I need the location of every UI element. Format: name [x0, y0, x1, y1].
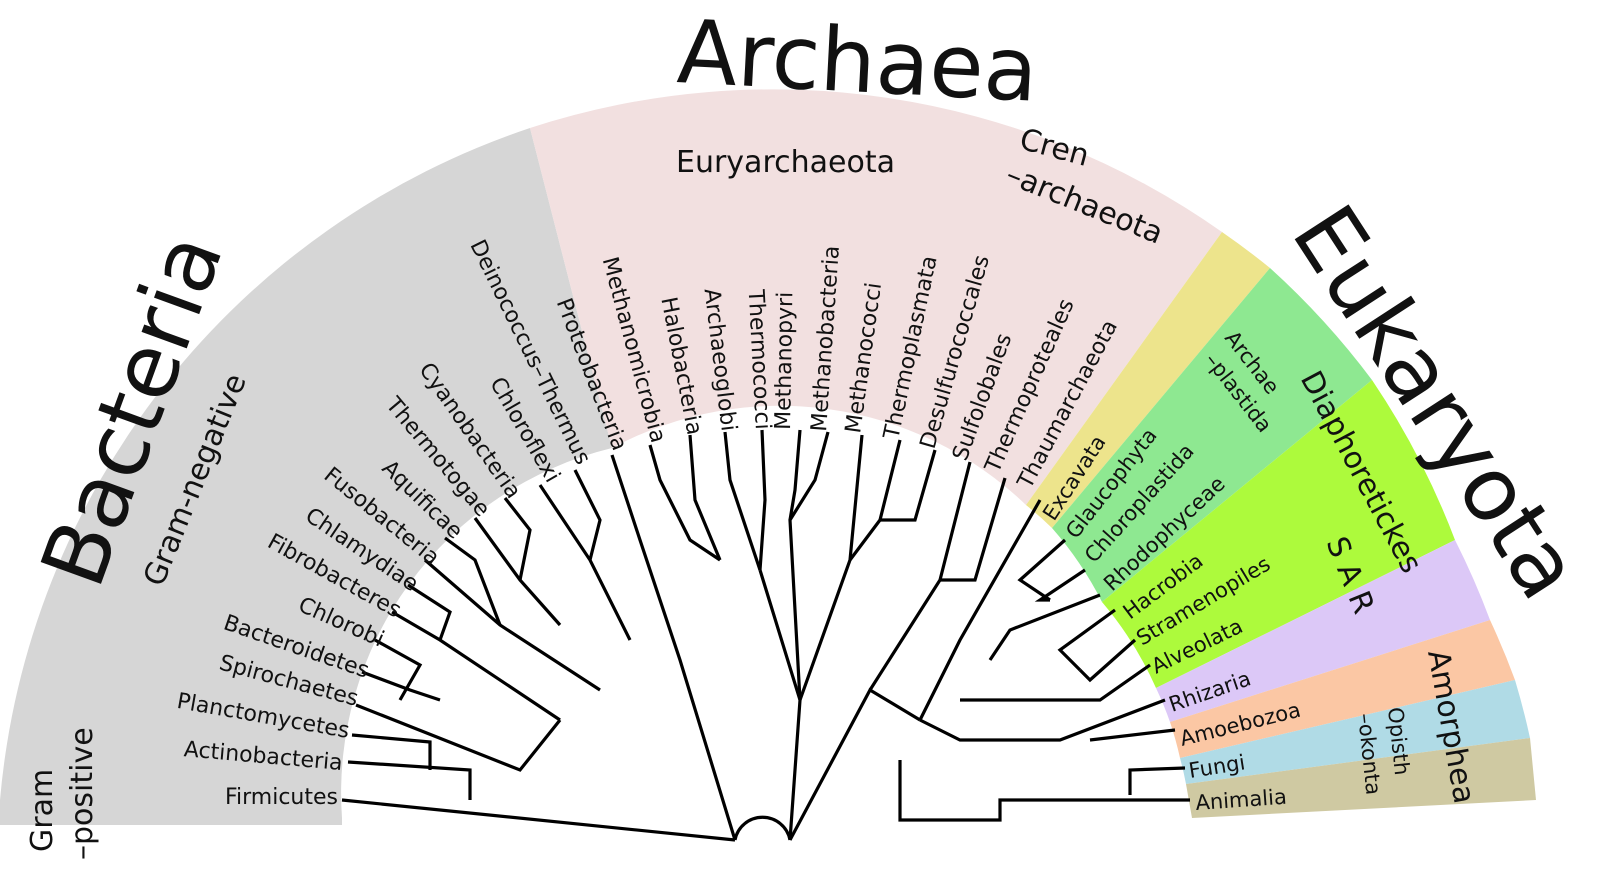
tree-branch: [361, 670, 441, 702]
tree-branch: [444, 536, 502, 626]
phylogenetic-tree: [341, 429, 1190, 842]
bacteria-sector: [0, 128, 612, 825]
tree-branch: [1034, 568, 1086, 602]
tree-branch: [788, 429, 802, 521]
tree-branch: [798, 434, 864, 701]
tree-branch: [351, 733, 432, 770]
tree-branch: [407, 583, 452, 641]
tree-branch: [940, 477, 1007, 582]
tree-branch: [848, 439, 902, 561]
tree-branch: [503, 497, 532, 581]
tree-branch: [919, 698, 1166, 742]
tree-branch: [1057, 608, 1116, 672]
tree-branch: [960, 663, 1151, 702]
tree-branch: [988, 593, 1101, 661]
rhizaria-sector: [1156, 540, 1490, 722]
tree-branch: [573, 469, 602, 561]
tree-branch: [723, 431, 762, 571]
tree-branch: [898, 760, 1190, 822]
group-label-gram-positive-2: –positive: [65, 727, 100, 860]
group-label-gram-positive-1: Gram: [25, 769, 60, 852]
tree-branch: [788, 431, 830, 701]
tree-branch: [1089, 728, 1176, 742]
amoebozoa-sector: [1170, 620, 1515, 758]
tree-branch: [918, 499, 1042, 721]
tree-branch: [1128, 766, 1186, 795]
tree-branch: [648, 444, 721, 562]
archaeplastida-sector: [1052, 268, 1372, 602]
archaea-sector: [530, 89, 1222, 506]
tree-branch: [473, 517, 562, 627]
tree-branch-eukaryota: [788, 687, 921, 841]
taxon-label: Methanopyri: [771, 292, 798, 431]
group-label-euryarchaeota: Euryarchaeota: [676, 145, 895, 180]
animalia-sector: [1186, 738, 1536, 818]
tree-branch: [374, 638, 423, 701]
tree-branch: [347, 760, 472, 800]
tree-branch: [355, 703, 562, 772]
tree-branch: [391, 610, 561, 722]
tree-branch: [880, 449, 937, 522]
tree-branch: [423, 558, 601, 692]
tree-root: [733, 815, 792, 841]
tree-branch: [688, 434, 722, 561]
domain-title-archaea: Archaea: [675, 0, 1040, 122]
sector-backgrounds: [0, 89, 1536, 825]
tree-branch: [1078, 638, 1137, 683]
sar-sector: [1102, 380, 1455, 688]
taxon-label: Firmicutes: [225, 785, 338, 810]
tree-branch-bacteria: [341, 798, 736, 842]
fungi-sector: [1180, 680, 1530, 784]
excavata-sector: [1026, 232, 1270, 528]
tree-branch: [610, 454, 737, 841]
tree-branch: [1017, 538, 1067, 602]
tree-branch: [758, 429, 767, 571]
